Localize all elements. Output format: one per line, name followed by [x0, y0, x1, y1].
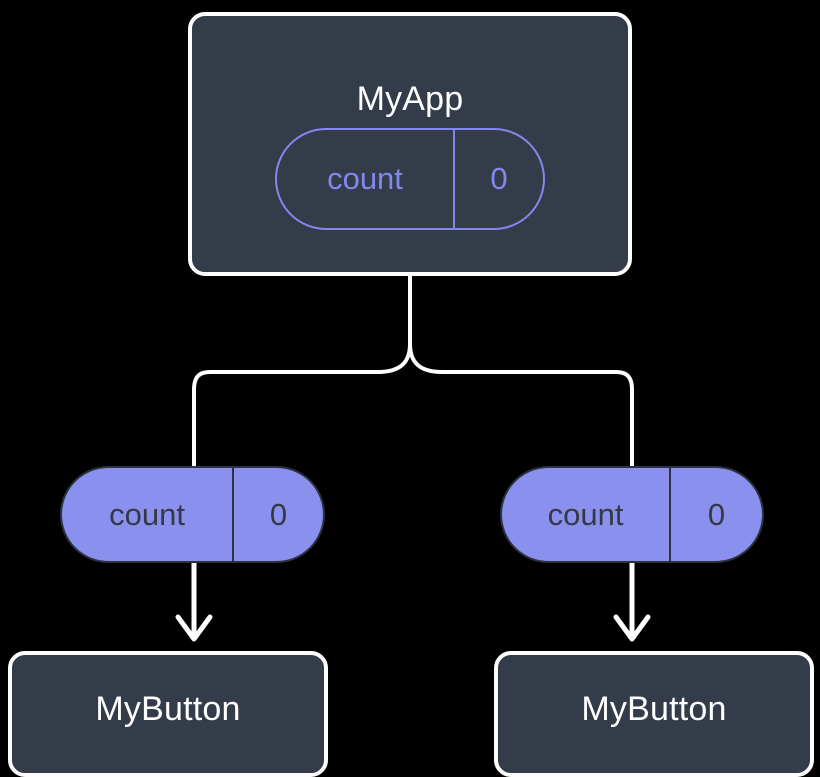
prop-pill-key: count — [109, 496, 185, 532]
arrow-right-prop — [613, 563, 651, 642]
prop-pill-value: 0 — [232, 468, 323, 561]
component-label-myapp: MyApp — [356, 80, 464, 118]
prop-pill-key: count — [547, 496, 624, 532]
state-pill-myapp[interactable]: count 0 — [275, 128, 545, 230]
connector-branch-right — [408, 342, 634, 472]
prop-pill-right[interactable]: count 0 — [500, 466, 764, 563]
prop-pill-left[interactable]: count 0 — [60, 466, 325, 563]
component-node-mybutton-right[interactable]: MyButton — [494, 651, 814, 777]
component-node-mybutton-left[interactable]: MyButton — [8, 651, 328, 777]
component-label-mybutton: MyButton — [95, 690, 241, 728]
connector-branch-left — [192, 342, 412, 472]
prop-pill-value: 0 — [669, 468, 762, 561]
component-label-mybutton: MyButton — [581, 690, 727, 728]
state-pill-key: count — [327, 161, 403, 196]
state-pill-value: 0 — [453, 130, 543, 228]
arrow-left-prop — [175, 563, 213, 642]
